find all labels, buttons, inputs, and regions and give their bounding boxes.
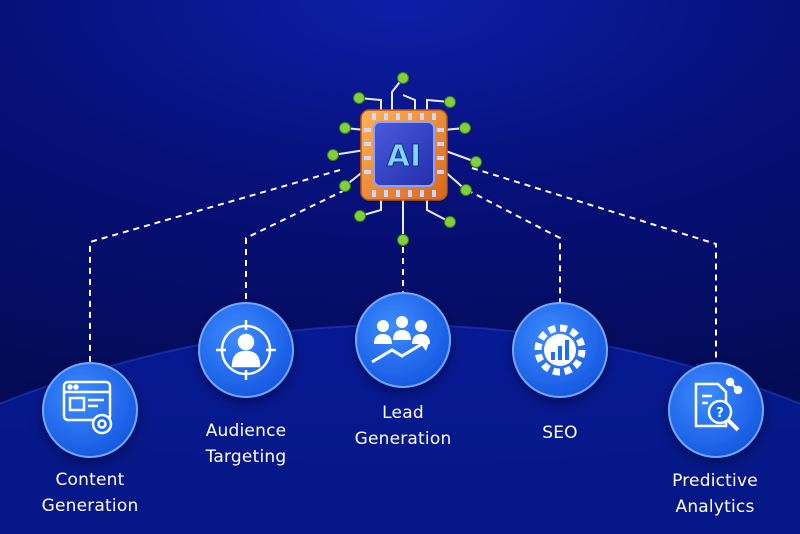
node-circle [42,362,138,458]
node-predictive-analytics[interactable]: ? [668,362,764,458]
node-audience-targeting[interactable] [198,302,294,398]
connector-content-generation [89,169,341,365]
node-lead-generation[interactable] [355,292,451,388]
label-lead-generation: Lead Generation [354,403,452,449]
svg-text:?: ? [716,406,724,421]
horizon-arc [0,325,800,534]
chip-label: AI [387,139,421,174]
connector-audience-targeting [245,189,346,305]
people-growth-icon [371,316,430,364]
chip-core [373,121,435,187]
label-audience-targeting: Audience Targeting [205,421,287,467]
connector-seo [466,189,561,305]
document-magnifier-icon: ? [694,377,743,432]
chip-leads [364,113,444,197]
connector-predictive-analytics [471,167,717,362]
label-predictive-analytics: Predictive Analytics [672,471,758,517]
connectors [89,167,717,365]
node-content-generation[interactable] [42,362,138,458]
node-seo[interactable] [512,302,608,398]
gear-chart-icon [534,324,586,376]
target-person-icon [216,320,276,380]
chip-pins [327,72,482,246]
label-seo: SEO [542,423,578,443]
webpage-gear-icon [62,380,113,435]
label-content-generation: Content Generation [41,470,139,516]
ai-chip: AI [327,72,482,246]
